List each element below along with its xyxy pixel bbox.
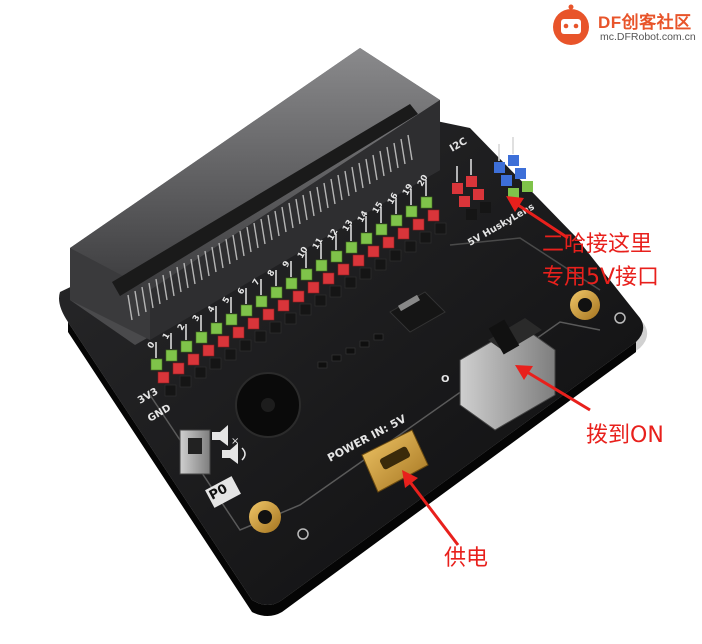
switch-note: 拨到ON [586, 423, 664, 448]
pin-number-label: 0 [146, 340, 158, 350]
pin-number-label: 4 [206, 304, 218, 314]
buzzer [235, 372, 301, 438]
huskylens-header [452, 159, 491, 220]
pin-number-label: 6 [236, 286, 248, 296]
power-note: 供电 [444, 546, 489, 571]
mounting-hole [570, 290, 600, 320]
pin-number-label: 5 [221, 295, 233, 305]
board-edge [68, 322, 636, 616]
p0-switch [179, 429, 211, 475]
pin-number-label: 1 [161, 331, 173, 341]
huskylens-note-line1: 二哈接这里 [542, 232, 653, 257]
silkscreen-line [449, 237, 601, 291]
speaker-mute-icon: × [212, 425, 239, 447]
pin-number-label: 9 [281, 259, 293, 269]
voltage-regulator [389, 291, 446, 333]
svg-text:×: × [231, 436, 239, 447]
silkscreen-line [149, 321, 601, 531]
usb-power-port [361, 429, 429, 493]
watermark-url: mc.DFRobot.com.cn [600, 31, 696, 43]
robot-logo-icon [553, 4, 589, 45]
smd-components [317, 333, 384, 369]
pin-number-label: 3 [191, 313, 203, 323]
huskylens-note-line2: 专用5V接口 [542, 265, 660, 290]
pin-number-label: 8 [266, 268, 278, 278]
switch-o-label: O [441, 374, 450, 385]
pin-header-red [157, 209, 440, 384]
annotation-arrow-huskylens [506, 196, 569, 240]
pin-number-label: 7 [251, 277, 263, 287]
pin-header-green [150, 196, 433, 371]
dfrobot-watermark: DF创客社区 mc.DFRobot.com.cn [548, 2, 702, 48]
pin-tips [155, 180, 427, 358]
power-switch [459, 318, 556, 431]
annotation-arrow-switch [515, 365, 591, 412]
p0-label-box: P0 [205, 476, 241, 508]
mounting-hole-small [297, 312, 626, 540]
annotation-arrow-power [402, 470, 460, 546]
edge-connector [70, 48, 440, 345]
i2c-header [494, 137, 533, 199]
speaker-on-icon [222, 443, 246, 464]
pin-number-label: 2 [176, 322, 188, 332]
mounting-hole [249, 501, 281, 533]
pin-header-black [164, 222, 447, 397]
watermark-title: DF创客社区 [598, 13, 692, 32]
connector-teeth [127, 134, 413, 321]
